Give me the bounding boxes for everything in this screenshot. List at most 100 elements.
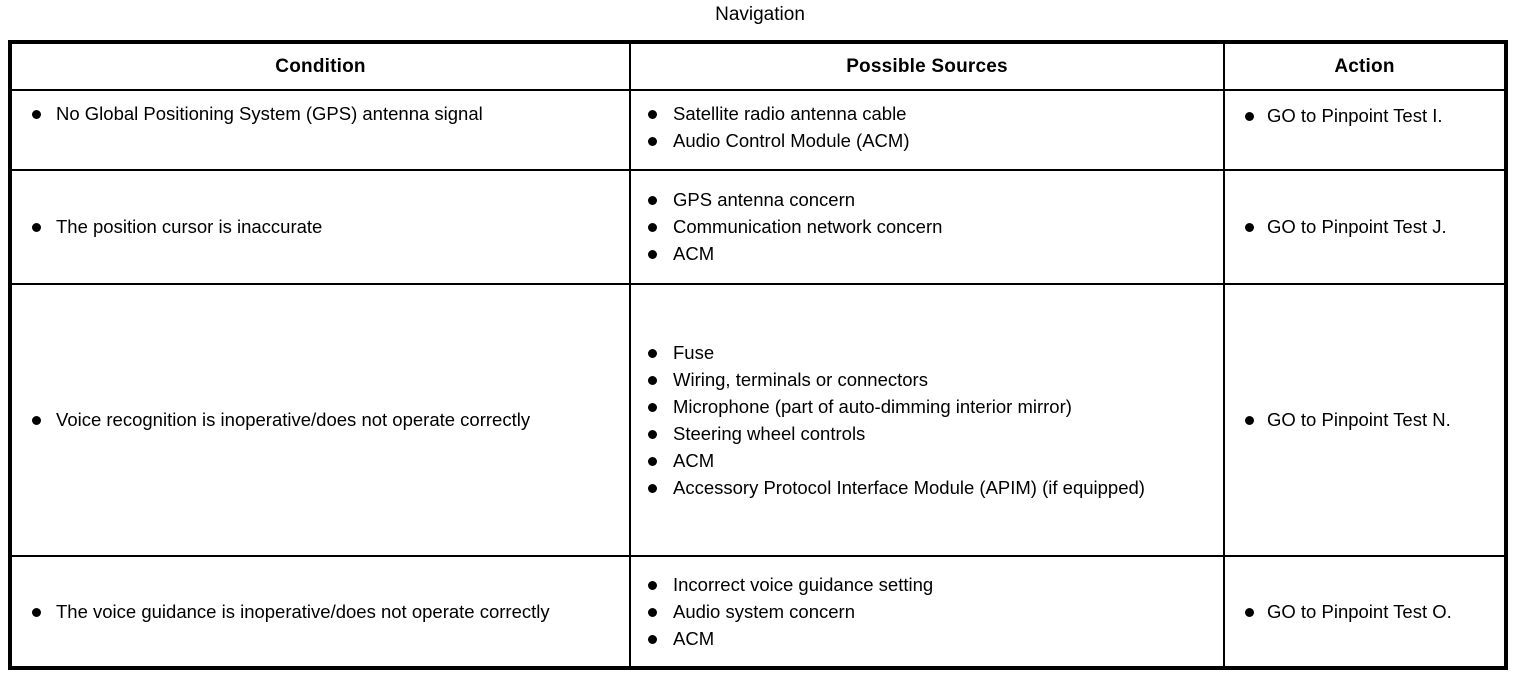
bullet-icon [32, 223, 41, 232]
cell-condition: Voice recognition is inoperative/does no… [9, 283, 631, 557]
bullet-icon [648, 456, 657, 466]
list-item-label: ACM [673, 449, 715, 471]
bullet-icon [648, 634, 657, 644]
sources-bullet-list: Incorrect voice guidance setting Audio s… [643, 572, 1213, 652]
cell-condition: The voice guidance is inoperative/does n… [9, 555, 631, 669]
action-bullet-list: GO to Pinpoint Test J. [1237, 214, 1494, 240]
bullet-icon [32, 110, 41, 119]
sources-bullet-list: Fuse Wiring, terminals or connectors Mic… [643, 340, 1213, 501]
list-item-label: GPS antenna concern [673, 189, 856, 210]
list-item: Satellite radio antenna cable [643, 101, 1213, 127]
bullet-icon [1245, 416, 1254, 425]
bullet-icon [648, 375, 657, 385]
list-item: Microphone (part of auto-dimming interio… [643, 394, 1213, 420]
bullet-icon [648, 429, 657, 439]
cell-action: GO to Pinpoint Test I. [1223, 89, 1507, 171]
list-item-label: Fuse [673, 341, 715, 363]
list-item-label: No Global Positioning System (GPS) anten… [56, 103, 483, 124]
bullet-icon [648, 223, 657, 232]
cell-possible-sources: Fuse Wiring, terminals or connectors Mic… [629, 283, 1225, 557]
bullet-icon [648, 110, 657, 119]
list-item: Steering wheel controls [643, 421, 1213, 447]
condition-bullet-list: Voice recognition is inoperative/does no… [24, 407, 619, 433]
cell-condition: The position cursor is inaccurate [9, 169, 631, 285]
bullet-icon [648, 137, 657, 146]
list-item-label: Satellite radio antenna cable [673, 103, 907, 124]
bullet-icon [648, 196, 657, 205]
list-item: The voice guidance is inoperative/does n… [24, 599, 619, 625]
cell-condition: No Global Positioning System (GPS) anten… [9, 89, 631, 171]
table-row: The position cursor is inaccurate GPS an… [9, 169, 1507, 285]
list-item-label: Communication network concern [673, 216, 943, 237]
bullet-icon [1245, 112, 1254, 121]
cell-possible-sources: GPS antenna concern Communication networ… [629, 169, 1225, 285]
bullet-icon [648, 580, 657, 590]
list-item-label: ACM [673, 243, 715, 264]
bullet-icon [648, 250, 657, 259]
bullet-icon [1245, 607, 1254, 617]
list-item: GPS antenna concern [643, 187, 1213, 213]
list-item: Audio Control Module (ACM) [643, 128, 1213, 154]
page-title: Navigation [715, 4, 805, 25]
list-item-label: Incorrect voice guidance setting [673, 573, 934, 595]
list-item-label: GO to Pinpoint Test J. [1267, 216, 1447, 237]
list-item: GO to Pinpoint Test O. [1237, 599, 1494, 625]
list-item-label: ACM [673, 627, 715, 649]
list-item: Communication network concern [643, 214, 1213, 240]
cell-action: GO to Pinpoint Test N. [1223, 283, 1507, 557]
cell-action: GO to Pinpoint Test J. [1223, 169, 1507, 285]
list-item-label: The position cursor is inaccurate [56, 216, 323, 237]
list-item: ACM [643, 241, 1213, 267]
list-item: Fuse [643, 340, 1213, 366]
cell-possible-sources: Incorrect voice guidance setting Audio s… [629, 555, 1225, 669]
table-row: No Global Positioning System (GPS) anten… [9, 89, 1507, 171]
bullet-icon [648, 402, 657, 412]
list-item: No Global Positioning System (GPS) anten… [24, 101, 619, 127]
sources-bullet-list: Satellite radio antenna cable Audio Cont… [643, 101, 1213, 154]
list-item: GO to Pinpoint Test I. [1237, 103, 1494, 129]
cell-action: GO to Pinpoint Test O. [1223, 555, 1507, 669]
table-row: The voice guidance is inoperative/does n… [9, 555, 1507, 669]
list-item: Wiring, terminals or connectors [643, 367, 1213, 393]
list-item-label: GO to Pinpoint Test I. [1267, 105, 1443, 126]
list-item-label: GO to Pinpoint Test O. [1267, 600, 1452, 622]
list-item: Voice recognition is inoperative/does no… [24, 407, 619, 433]
bullet-icon [32, 416, 41, 425]
list-item: Audio system concern [643, 599, 1213, 625]
list-item: Incorrect voice guidance setting [643, 572, 1213, 598]
list-item-label: Microphone (part of auto-dimming interio… [673, 395, 1072, 417]
list-item-label: Audio system concern [673, 600, 856, 622]
list-item-label: Audio Control Module (ACM) [673, 130, 910, 151]
list-item: ACM [643, 626, 1213, 652]
list-item-label: GO to Pinpoint Test N. [1267, 409, 1451, 430]
bullet-icon [32, 607, 41, 617]
table-body: No Global Positioning System (GPS) anten… [9, 89, 1507, 669]
list-item: GO to Pinpoint Test J. [1237, 214, 1494, 240]
bullet-icon [648, 483, 657, 493]
list-item-label: Accessory Protocol Interface Module (API… [673, 476, 1145, 498]
symptom-chart-table: Condition Possible Sources Action No Glo… [8, 40, 1508, 670]
sources-bullet-list: GPS antenna concern Communication networ… [643, 187, 1213, 267]
bullet-icon [648, 348, 657, 358]
table-header-row: Condition Possible Sources Action [9, 41, 1507, 91]
cell-possible-sources: Satellite radio antenna cable Audio Cont… [629, 89, 1225, 171]
column-header-possible-sources: Possible Sources [629, 41, 1225, 91]
action-bullet-list: GO to Pinpoint Test I. [1237, 103, 1494, 129]
column-header-action: Action [1223, 41, 1507, 91]
list-item: ACM [643, 448, 1213, 474]
list-item-label: Steering wheel controls [673, 422, 866, 444]
bullet-icon [1245, 223, 1254, 232]
bullet-icon [648, 607, 657, 617]
condition-bullet-list: The voice guidance is inoperative/does n… [24, 599, 619, 625]
table-header: Condition Possible Sources Action [9, 41, 1507, 91]
list-item: GO to Pinpoint Test N. [1237, 407, 1494, 433]
list-item-label: Voice recognition is inoperative/does no… [56, 409, 531, 430]
list-item: Accessory Protocol Interface Module (API… [643, 475, 1213, 501]
table-row: Voice recognition is inoperative/does no… [9, 283, 1507, 557]
action-bullet-list: GO to Pinpoint Test N. [1237, 407, 1494, 433]
condition-bullet-list: No Global Positioning System (GPS) anten… [24, 101, 619, 127]
condition-bullet-list: The position cursor is inaccurate [24, 214, 619, 240]
column-header-condition: Condition [9, 41, 631, 91]
list-item-label: The voice guidance is inoperative/does n… [56, 600, 550, 622]
